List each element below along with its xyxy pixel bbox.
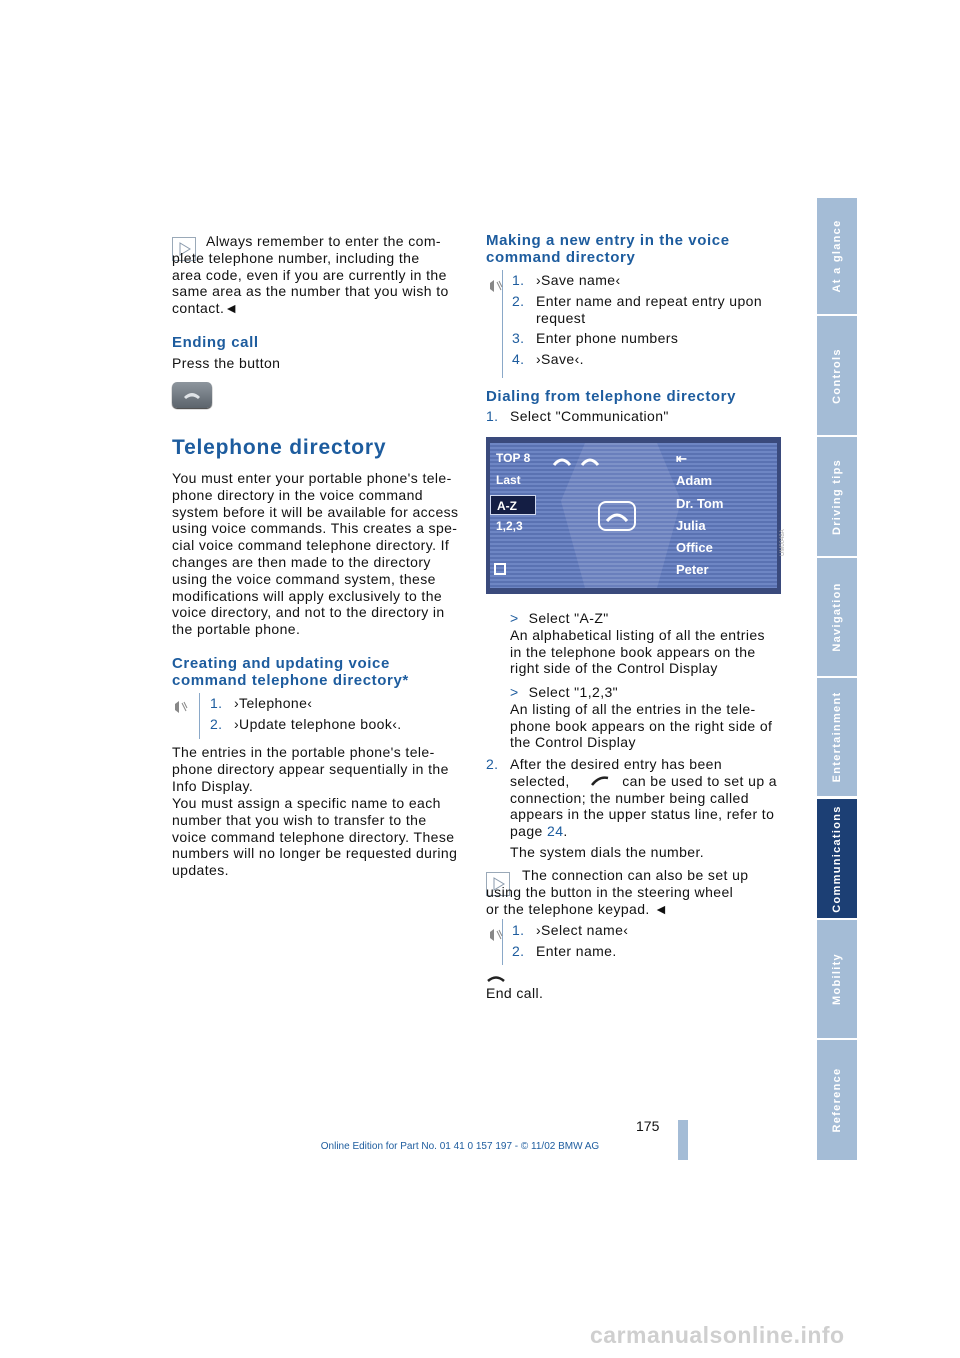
heading-dialing: Dialing from telephone directory: [486, 388, 737, 405]
side-tab-label: Controls: [831, 347, 843, 404]
side-tab-reference[interactable]: Reference: [817, 1040, 857, 1160]
footer-edition: Online Edition for Part No. 01 41 0 157 …: [320, 1141, 600, 1152]
screen-entry-julia: Julia: [676, 518, 706, 533]
heading-creating-updating: Creating and updating voice command tele…: [172, 655, 409, 689]
side-tab-label: Navigation: [831, 582, 843, 652]
telephone-directory-text: You must enter your portable phone's tel…: [172, 470, 459, 638]
voice-command-icon: [487, 278, 503, 299]
heading-new-entry: Making a new entry in the voice command …: [486, 232, 730, 266]
screen-entry-drtom: Dr. Tom: [676, 496, 724, 511]
watermark: carmanualsonline.info: [590, 1322, 845, 1348]
ending-call-text: Press the button: [172, 355, 281, 371]
side-tab-entertainment[interactable]: Entertainment: [817, 678, 857, 796]
bullet-az: >Select "A-Z" An alphabetical listing of…: [510, 610, 765, 677]
entries-sequential-text: The entries in the portable phone's tele…: [172, 744, 449, 794]
step-item: 1.›Telephone‹: [210, 695, 313, 711]
voice-box-bar-3: [502, 919, 503, 965]
heading-telephone-directory: Telephone directory: [172, 436, 387, 459]
side-tab-label: Driving tips: [831, 458, 843, 535]
dialing-step-1: 1.Select "Communication": [486, 408, 669, 424]
screen-entry-peter: Peter: [676, 562, 709, 577]
voice-box-bar-1: [199, 693, 200, 739]
side-tab-label: Entertainment: [831, 691, 843, 783]
control-display-screen: TOP 8 Last A-Z 1,2,3 ⇤ Adam Dr. Tom Juli…: [486, 437, 781, 594]
voice-command-icon: [487, 927, 503, 948]
bullet-123: >Select "1,2,3" An listing of all the en…: [510, 684, 773, 751]
page-link-24[interactable]: 24: [547, 823, 564, 840]
step-item: 4.›Save‹.: [512, 351, 584, 368]
step-item: 2.Enter name.: [512, 942, 617, 959]
screen-menu-123: 1,2,3: [496, 519, 523, 533]
image-code: UM0048A: [780, 529, 786, 556]
screen-entry-adam: Adam: [676, 473, 713, 488]
screen-entry-office: Office: [676, 540, 713, 555]
step-item: 1.›Select name‹: [512, 922, 629, 938]
note-triangle-icon: [172, 237, 196, 261]
side-tab-label: Mobility: [831, 953, 843, 1005]
screen-menu-last: Last: [496, 473, 521, 487]
page-number: 175: [636, 1118, 660, 1134]
side-tab-at-a-glance[interactable]: At a glance: [817, 198, 857, 314]
step-item: 3.Enter phone numbers: [512, 330, 679, 347]
page-number-bar: [678, 1120, 688, 1160]
side-tab-communications[interactable]: Communications: [817, 799, 857, 918]
creating-steps: 1.›Telephone‹ 2.›Update telephone book‹.: [210, 695, 464, 737]
step-item: 2.›Update telephone book‹.: [210, 715, 402, 732]
dialing-step-2: 2. After the desired entry has been sele…: [486, 756, 777, 860]
note-text-area-code: Always remember to enter the com- plete …: [172, 233, 449, 317]
screen-menu-az: A-Z: [490, 495, 536, 515]
side-tab-label: At a glance: [831, 219, 843, 293]
screen-menu-icon: [494, 563, 506, 575]
side-tab-mobility[interactable]: Mobility: [817, 920, 857, 1038]
voice-box-bar-2: [502, 270, 503, 378]
screen-phone-icon: [548, 449, 608, 476]
end-call-text: End call.: [486, 985, 544, 1001]
side-tab-label: Reference: [831, 1067, 843, 1133]
new-entry-steps: 1.›Save name‹ 2.Enter name and repeat ent…: [512, 272, 778, 372]
select-name-steps: 1.›Select name‹ 2.Enter name.: [512, 922, 778, 964]
end-call-button-icon: [172, 382, 212, 408]
screen-back-arrow-icon: ⇤: [676, 451, 687, 466]
note-triangle-icon: [486, 872, 510, 896]
heading-ending-call: Ending call: [172, 334, 259, 351]
note-steering-wheel: The connection can also be set up using …: [486, 867, 749, 917]
screen-dial-icon: [598, 501, 636, 531]
step-item: 2.Enter name and repeat entry upon reque…: [512, 292, 763, 326]
side-tab-navigation[interactable]: Navigation: [817, 558, 857, 676]
screen-menu-top8: TOP 8: [496, 451, 531, 465]
step-item: 1.›Save name‹: [512, 272, 621, 288]
assign-name-text: You must assign a specific name to each …: [172, 795, 458, 879]
end-call-handset-icon: [486, 970, 506, 988]
side-tab-label: Communications: [831, 804, 843, 913]
voice-command-icon: [172, 699, 188, 720]
side-tab-controls[interactable]: Controls: [817, 316, 857, 435]
side-tab-driving-tips[interactable]: Driving tips: [817, 437, 857, 556]
